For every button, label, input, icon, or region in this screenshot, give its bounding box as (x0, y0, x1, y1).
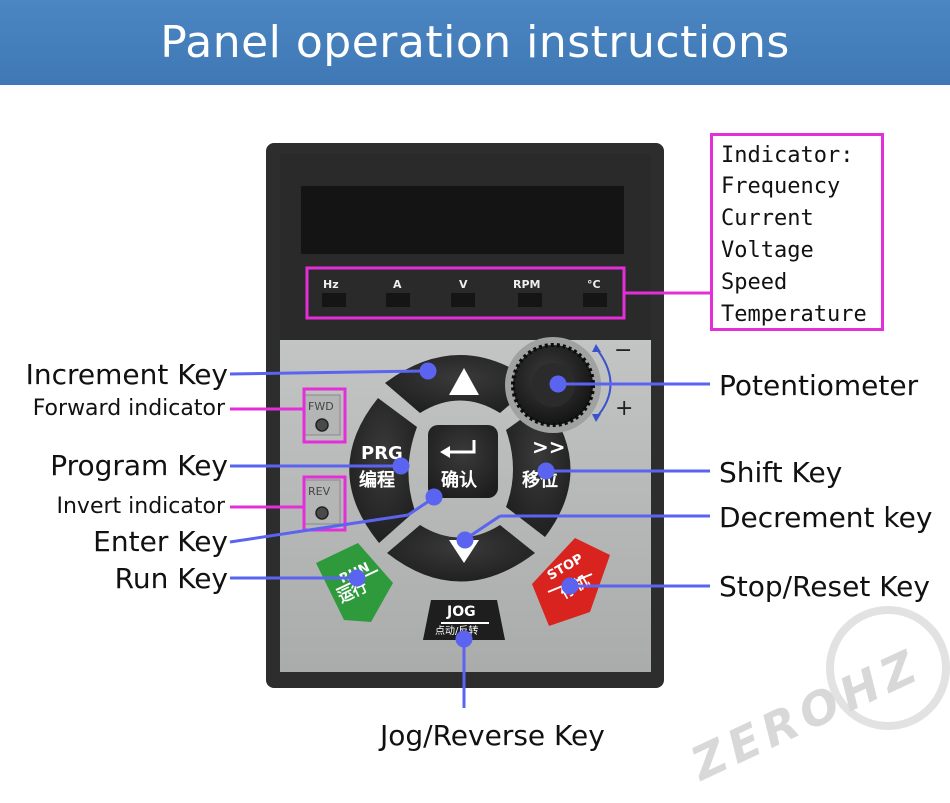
pot-plus-sign: + (615, 396, 634, 421)
jog-key-label[interactable]: JOG (447, 604, 476, 620)
unit-celsius: °C (587, 278, 601, 291)
indicator-line-current: Current (721, 206, 814, 231)
page-title: Panel operation instructions (160, 17, 790, 68)
indicator-line-voltage: Voltage (721, 238, 814, 263)
header-banner: Panel operation instructions (0, 0, 950, 85)
down-arrow-icon (449, 540, 479, 563)
label-jog-reverse-key: Jog/Reverse Key (380, 719, 605, 752)
up-arrow-icon (449, 368, 479, 395)
unit-rpm: RPM (513, 278, 541, 291)
label-program-key: Program Key (50, 449, 228, 482)
label-stop-reset-key: Stop/Reset Key (719, 570, 930, 603)
fwd-indicator-label: FWD (308, 400, 334, 413)
label-run-key: Run Key (114, 562, 228, 595)
label-potentiometer: Potentiometer (719, 369, 919, 402)
unit-a: A (393, 278, 402, 291)
label-enter-key: Enter Key (93, 525, 228, 558)
unit-led-row (322, 293, 607, 307)
jog-key-cn: 点动/反转 (435, 626, 479, 637)
label-invert-indicator: Invert indicator (56, 494, 226, 519)
prg-key-cn: 编程 (359, 470, 395, 491)
indicator-callout-box: Indicator: Frequency Current Voltage Spe… (710, 133, 884, 331)
indicator-line-speed: Speed (721, 270, 788, 295)
label-increment-key: Increment Key (25, 358, 228, 391)
label-decrement-key: Decrement key (719, 501, 933, 534)
unit-v: V (459, 278, 468, 291)
enter-key-cn[interactable]: 确认 (441, 470, 477, 491)
indicator-line-frequency: Frequency (721, 174, 841, 199)
shift-key-symbol[interactable]: >> (532, 435, 566, 459)
indicator-line-heading: Indicator: (721, 143, 854, 168)
label-forward-indicator: Forward indicator (32, 396, 225, 421)
prg-key-label[interactable]: PRG (361, 443, 403, 464)
label-shift-key: Shift Key (719, 456, 843, 489)
rev-indicator-label: REV (308, 485, 331, 498)
unit-hz: Hz (323, 278, 339, 291)
enter-arrow-icon (440, 446, 450, 458)
pot-minus-sign: − (614, 338, 633, 363)
indicator-line-temperature: Temperature (721, 302, 867, 327)
